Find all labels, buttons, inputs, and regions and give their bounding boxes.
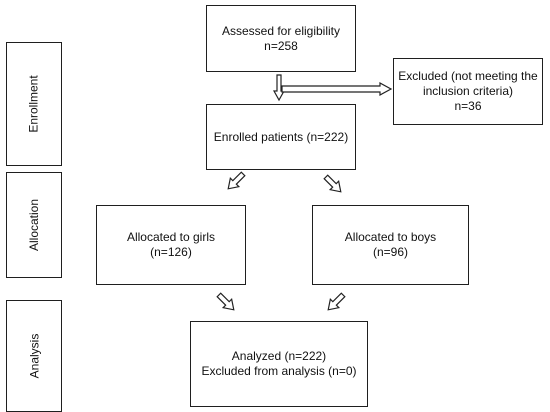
assessed-title: Assessed for eligibility (221, 23, 341, 38)
enrolled-box: Enrolled patients (n=222) (206, 104, 356, 170)
stage-enrollment-label: Enrollment (27, 75, 42, 133)
arrow-girls-to-analyzed-icon (216, 292, 235, 311)
boys-box: Allocated to boys (n=96) (312, 205, 469, 285)
analyzed-excluded: Excluded from analysis (n=0) (201, 364, 357, 378)
arrow-down-left-icon (227, 171, 246, 190)
assessed-box: Assessed for eligibility n=258 (206, 5, 356, 72)
arrow-right-icon (281, 81, 393, 97)
excluded-box: Excluded (not meeting the inclusion crit… (393, 58, 543, 125)
enrolled-label: Enrolled patients (n=222) (213, 129, 349, 144)
arrow-boys-to-analyzed-icon (327, 292, 346, 311)
analyzed-label: Analyzed (n=222) (231, 349, 327, 363)
stage-enrollment: Enrollment (6, 42, 62, 166)
stage-analysis-label: Analysis (27, 333, 41, 379)
girls-box: Allocated to girls (n=126) (96, 205, 246, 285)
stage-allocation-label: Allocation (27, 198, 41, 252)
excluded-line-2: inclusion criteria) (422, 84, 513, 98)
girls-count: (n=126) (150, 245, 192, 259)
girls-label: Allocated to girls (126, 230, 216, 244)
assessed-count: n=258 (264, 38, 298, 53)
excluded-line-1: Excluded (not meeting the (398, 69, 538, 83)
boys-label: Allocated to boys (344, 230, 437, 244)
arrow-down-icon (272, 74, 286, 102)
arrow-down-right-icon (323, 174, 342, 193)
excluded-count: n=36 (454, 99, 482, 113)
stage-analysis: Analysis (6, 300, 62, 412)
boys-count: (n=96) (372, 245, 408, 259)
analyzed-box: Analyzed (n=222) Excluded from analysis … (190, 321, 368, 407)
stage-allocation: Allocation (6, 172, 62, 278)
